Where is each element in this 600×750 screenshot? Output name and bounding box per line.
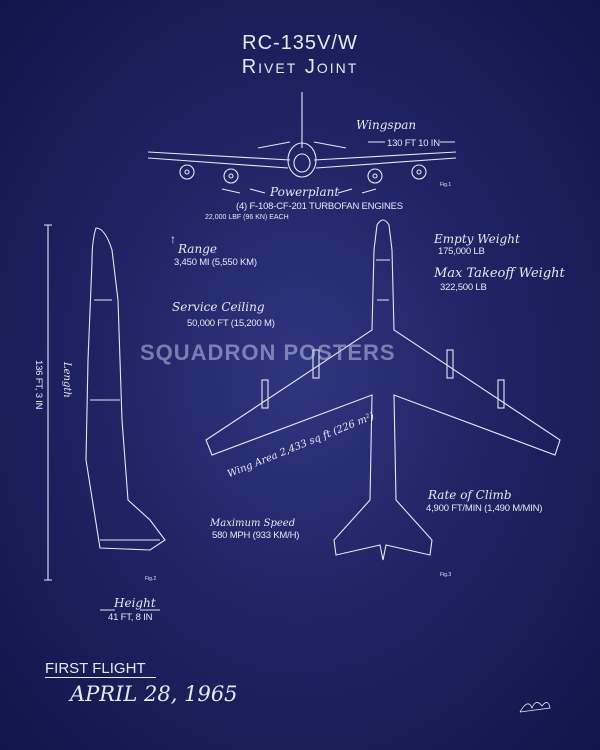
powerplant-label: Powerplant	[270, 185, 340, 199]
fig-2-label: Fig.2	[145, 576, 157, 582]
first-flight-date: APRIL 28, 1965	[70, 682, 238, 706]
range-value: 3,450 MI (5,550 KM)	[174, 257, 257, 268]
range-arrow-icon: ↑	[170, 232, 176, 246]
aircraft-name-title: Rivet Joint	[241, 56, 359, 78]
empty-weight-value: 175,000 LB	[438, 246, 485, 257]
max-speed-label: Maximum Speed	[210, 518, 296, 529]
height-value: 41 FT, 8 IN	[108, 612, 153, 623]
watermark: SQUADRON POSTERS	[140, 340, 396, 365]
powerplant-engines: (4) F-108-CF-201 TURBOFAN ENGINES	[236, 201, 403, 212]
top-view-drawing	[205, 219, 561, 561]
aircraft-model-title: RC-135V/W	[242, 32, 358, 54]
fig-3-label: Fig.3	[440, 572, 452, 578]
wingspan-label: Wingspan	[356, 118, 417, 132]
max-takeoff-weight-value: 322,500 LB	[440, 282, 487, 293]
side-view-drawing	[44, 224, 166, 611]
max-speed-value: 580 MPH (933 KM/H)	[212, 530, 300, 541]
height-label: Height	[114, 596, 156, 610]
range-label: Range	[178, 242, 217, 256]
fig-1-label: Fig.1	[440, 182, 452, 188]
wingspan-value: 130 FT 10 IN	[387, 138, 440, 149]
front-view-drawing	[147, 92, 457, 194]
rate-of-climb-value: 4,900 FT/MIN (1,490 M/MIN)	[426, 503, 543, 514]
powerplant-thrust: 22,000 LBF (96 KN) EACH	[205, 214, 289, 221]
empty-weight-label: Empty Weight	[434, 232, 520, 246]
service-ceiling-value: 50,000 FT (15,200 M)	[187, 318, 275, 329]
service-ceiling-label: Service Ceiling	[172, 300, 265, 314]
rate-of-climb-label: Rate of Climb	[428, 488, 512, 502]
first-flight-label: FIRST FLIGHT	[45, 660, 156, 678]
max-takeoff-weight-label: Max Takeoff Weight	[434, 266, 565, 281]
